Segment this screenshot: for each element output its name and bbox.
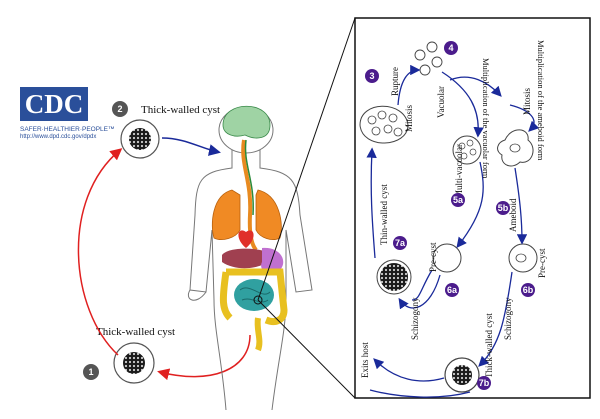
step-2-badge: 2 <box>112 101 128 117</box>
svg-text:5b: 5b <box>498 203 509 213</box>
liver <box>222 248 274 269</box>
human-body <box>188 105 313 411</box>
badge-6b: 6b <box>521 283 535 297</box>
red-arrow-exit <box>157 334 251 381</box>
zoom-line-bottom <box>257 299 356 399</box>
badge-6a: 6a <box>445 283 459 297</box>
ameboid-form <box>497 129 534 167</box>
badge-7a: 7a <box>393 236 407 250</box>
pre-cyst-right <box>508 243 538 273</box>
badge-3: 3 <box>365 69 379 83</box>
multi-vacuolar-label: Multi-vacuolar <box>454 144 464 198</box>
bottom-cyst-label: Thick-walled cyst <box>96 326 175 338</box>
svg-text:1: 1 <box>88 367 93 377</box>
stomach <box>261 247 284 275</box>
schizogony-cyst <box>376 259 412 295</box>
exits-host-label: Exits host <box>360 342 370 378</box>
svg-text:5a: 5a <box>453 195 464 205</box>
mitosis-left-label: Mitosis <box>404 104 414 132</box>
multi-vacuolar-form <box>452 135 482 165</box>
badge-4: 4 <box>444 41 458 55</box>
badge-7b: 7b <box>477 376 491 390</box>
svg-text:2: 2 <box>117 104 122 114</box>
bottom-cyst <box>113 342 155 384</box>
svg-text:6a: 6a <box>447 285 458 295</box>
red-arrow-up <box>77 148 123 356</box>
thin-walled-cyst-rupture <box>359 105 409 144</box>
esophagus <box>241 139 258 252</box>
thick-walled-cyst-detail <box>444 357 480 393</box>
detail-arrows <box>366 64 540 398</box>
ameboid-label: Ameboid <box>508 198 518 232</box>
blue-arrow-ingestion <box>161 137 221 156</box>
mitosis-right-label: Mitosis <box>522 87 532 115</box>
zoom-line-top <box>257 17 356 301</box>
cdc-url: http://www.dpd.cdc.gov/dpdx <box>20 134 96 140</box>
heart <box>238 230 254 248</box>
cdc-logo-box <box>20 87 88 121</box>
svg-text:6b: 6b <box>523 285 534 295</box>
mult-vacuolar-label: Multiplication of the vacuolar form <box>481 58 491 179</box>
vacuolar-label: Vacuolar <box>436 86 446 118</box>
svg-text:4: 4 <box>448 43 453 53</box>
thick-walled-cyst-label: Thick-walled cyst <box>484 313 494 378</box>
svg-text:7b: 7b <box>479 378 490 388</box>
cdc-logo: CDC SAFER·HEALTHIER·PEOPLE™ http://www.d… <box>20 87 115 140</box>
schizogony-right-label: Schizogony <box>503 297 513 340</box>
pre-cyst-left <box>432 243 462 273</box>
cdc-logo-text: CDC <box>25 89 84 119</box>
rupture-label: Rupture <box>390 67 400 96</box>
thin-walled-cyst-label: Thin-walled cyst <box>379 184 389 245</box>
brain <box>222 105 271 139</box>
top-cyst <box>120 119 160 159</box>
pre-cyst-left-label: Pre-cyst <box>428 242 438 272</box>
large-intestine <box>219 268 288 326</box>
mult-ameboid-label: Multiplication of the ameboid form <box>536 40 546 161</box>
pre-cyst-right-label: Pre-cyst <box>537 248 547 278</box>
svg-text:7a: 7a <box>395 238 406 248</box>
schizogony-left-label: Schizogony <box>410 297 420 340</box>
cdc-tagline: SAFER·HEALTHIER·PEOPLE™ <box>20 126 115 133</box>
badge-5b: 5b <box>496 201 510 215</box>
right-lung <box>255 189 282 240</box>
top-cyst-label: Thick-walled cyst <box>141 104 220 116</box>
small-intestine <box>234 279 274 311</box>
detail-panel <box>354 17 591 399</box>
left-lung <box>211 189 241 240</box>
svg-text:3: 3 <box>369 71 374 81</box>
badge-5a: 5a <box>451 193 465 207</box>
step-1-badge: 1 <box>83 364 99 380</box>
